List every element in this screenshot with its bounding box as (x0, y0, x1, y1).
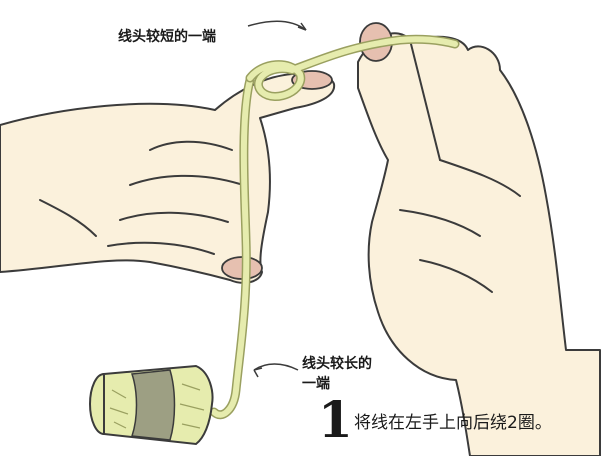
step-instruction: 将线在左手上向后绕2圈。 (354, 408, 552, 433)
step-number: 1 (318, 395, 353, 445)
long-end-label: 线头较长的一端 (302, 354, 372, 394)
short-end-pointer-arrow (248, 21, 306, 30)
left-hand (0, 73, 334, 283)
yarn-ball (90, 366, 212, 444)
right-hand (358, 33, 600, 456)
short-end-label: 线头较短的一端 (118, 26, 216, 46)
